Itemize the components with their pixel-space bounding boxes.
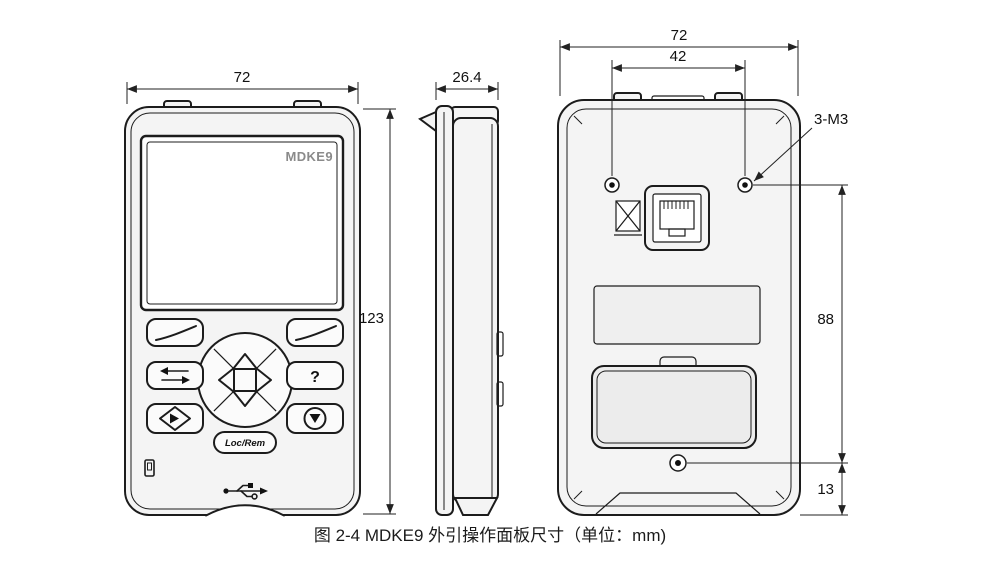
softkey-left-button [146,318,204,347]
softkey-right-button [286,318,344,347]
usb-icon [223,483,268,500]
back-width-dimension: 72 [559,27,799,96]
bottom-recess [595,492,761,515]
front-width-dim-text: 72 [234,69,251,86]
brand-text: MDKE9 [285,149,333,164]
dpad-right-arrow-icon [255,367,272,393]
back-view: 72 42 3-M3 88 13 [557,27,848,516]
hole-span-dimension: 42 [611,48,746,176]
front-height-dim-text: 123 [359,310,384,327]
side-body [452,117,499,503]
front-height-dimension: 123 [359,108,396,515]
screen [139,134,345,312]
softkey-swoosh-icon [295,325,337,341]
shift-double-arrow-icon [160,367,190,384]
help-button-label: ? [310,369,320,386]
side-depth-dimension: 26.4 [435,69,499,100]
run-diamond-icon [159,406,191,431]
locrem-button [213,431,277,454]
bottom-notch [205,504,285,517]
side-bottom-foot [453,497,499,516]
bottom-notch-cut [206,505,284,521]
battery-cover [591,365,757,449]
side-view: 26.4 [418,69,504,516]
dpad-up-arrow-icon [232,353,258,370]
side-mounting-hook [418,110,437,133]
screen-inner-outline [146,141,338,305]
rj45-port [644,185,710,251]
side-clip [496,381,504,407]
back-width-dim-text: 72 [671,27,688,44]
corner-tick [573,115,583,125]
side-clip [496,331,504,357]
screw-hole-left [604,177,620,193]
stop-circle-icon [303,407,327,430]
shift-button [146,361,204,390]
label-recess [593,285,761,345]
front-width-dimension: 72 [126,69,359,104]
screw-height-dim-text: 88 [817,311,834,328]
battery-cover-inner-outline [596,370,752,444]
screw-callout: 3-M3 [753,111,848,182]
bottom-offset-dimension: 13 [800,463,848,516]
help-button [286,361,344,390]
screw-height-dimension: 88 [687,184,848,464]
hole-span-dim-text: 42 [670,48,687,65]
card-slot-icon [144,459,155,477]
front-view: MDKE9 ? [124,69,396,521]
crossed-out-bin-icon [614,200,642,236]
dpad-outline [197,332,293,428]
softkey-swoosh-icon [155,325,197,341]
side-depth-dim-text: 26.4 [452,69,481,86]
dpad-left-arrow-icon [218,367,235,393]
screw-hole-right [737,177,753,193]
screw-callout-text: 3-M3 [814,111,848,128]
back-device-inner-outline [566,108,792,507]
locrem-button-label: Loc/Rem [225,438,266,449]
corner-tick [775,490,785,500]
screw-hole-bottom [669,454,687,472]
dpad-down-arrow-icon [232,390,258,407]
corner-tick [775,115,785,125]
corner-tick [573,490,583,500]
figure-caption: 图 2-4 MDKE9 外引操作面板尺寸（单位：mm) [314,526,666,545]
dpad [197,332,293,428]
bottom-offset-dim-text: 13 [817,481,834,498]
